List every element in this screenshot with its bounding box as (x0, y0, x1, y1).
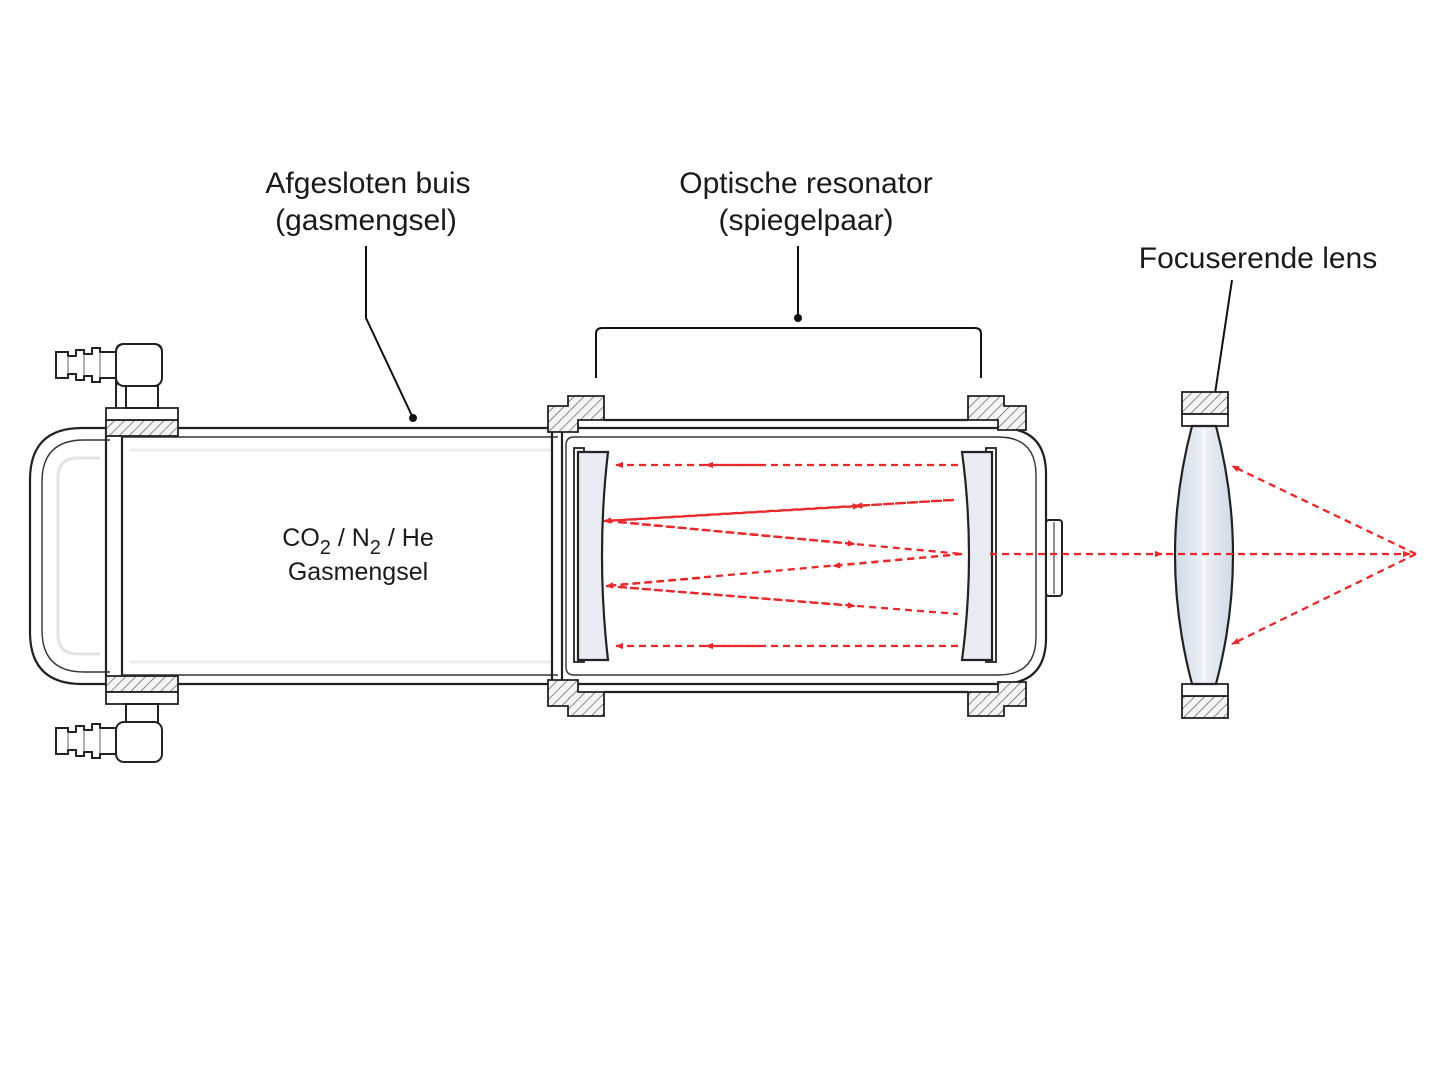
flange-top-left (547, 395, 605, 433)
resonator-bracket (595, 246, 982, 378)
coolant-fitting-top-icon (55, 343, 163, 409)
top-collar (105, 419, 179, 437)
flange-bottom-left (547, 679, 605, 717)
label-optical-resonator: Optische resonator (spiegelpaar) (679, 167, 932, 237)
resonator-housing (547, 395, 1063, 717)
laser-beam (603, 461, 1417, 650)
label-sealed-tube: Afgesloten buis (gasmengsel) (265, 167, 470, 237)
focused-ray-lower (1231, 552, 1417, 646)
flange-bottom-right (967, 681, 1027, 717)
label-sealed-tube-line2: (gasmengsel) (275, 204, 457, 237)
label-focusing-lens: Focuserende lens (1139, 242, 1377, 275)
bottom-collar (105, 675, 179, 693)
leader-sealed-tube (365, 246, 417, 422)
gas-mix-label: CO2 / N2 / He Gasmengsel (282, 524, 433, 586)
beam-path-5 (605, 584, 959, 616)
beam-path-2 (603, 498, 955, 524)
label-resonator-line1: Optische resonator (679, 167, 932, 200)
gas-mix-formula: CO2 / N2 / He (282, 524, 433, 559)
label-sealed-tube-line1: Afgesloten buis (265, 167, 470, 200)
sealed-tube (28, 407, 564, 705)
flange-top-right (967, 395, 1027, 431)
label-resonator-line2: (spiegelpaar) (718, 204, 893, 237)
gas-mix-name: Gasmengsel (288, 558, 428, 586)
focused-ray-upper (1231, 464, 1417, 556)
rear-mirror (573, 447, 610, 663)
coolant-fitting-bottom-icon (55, 703, 163, 763)
